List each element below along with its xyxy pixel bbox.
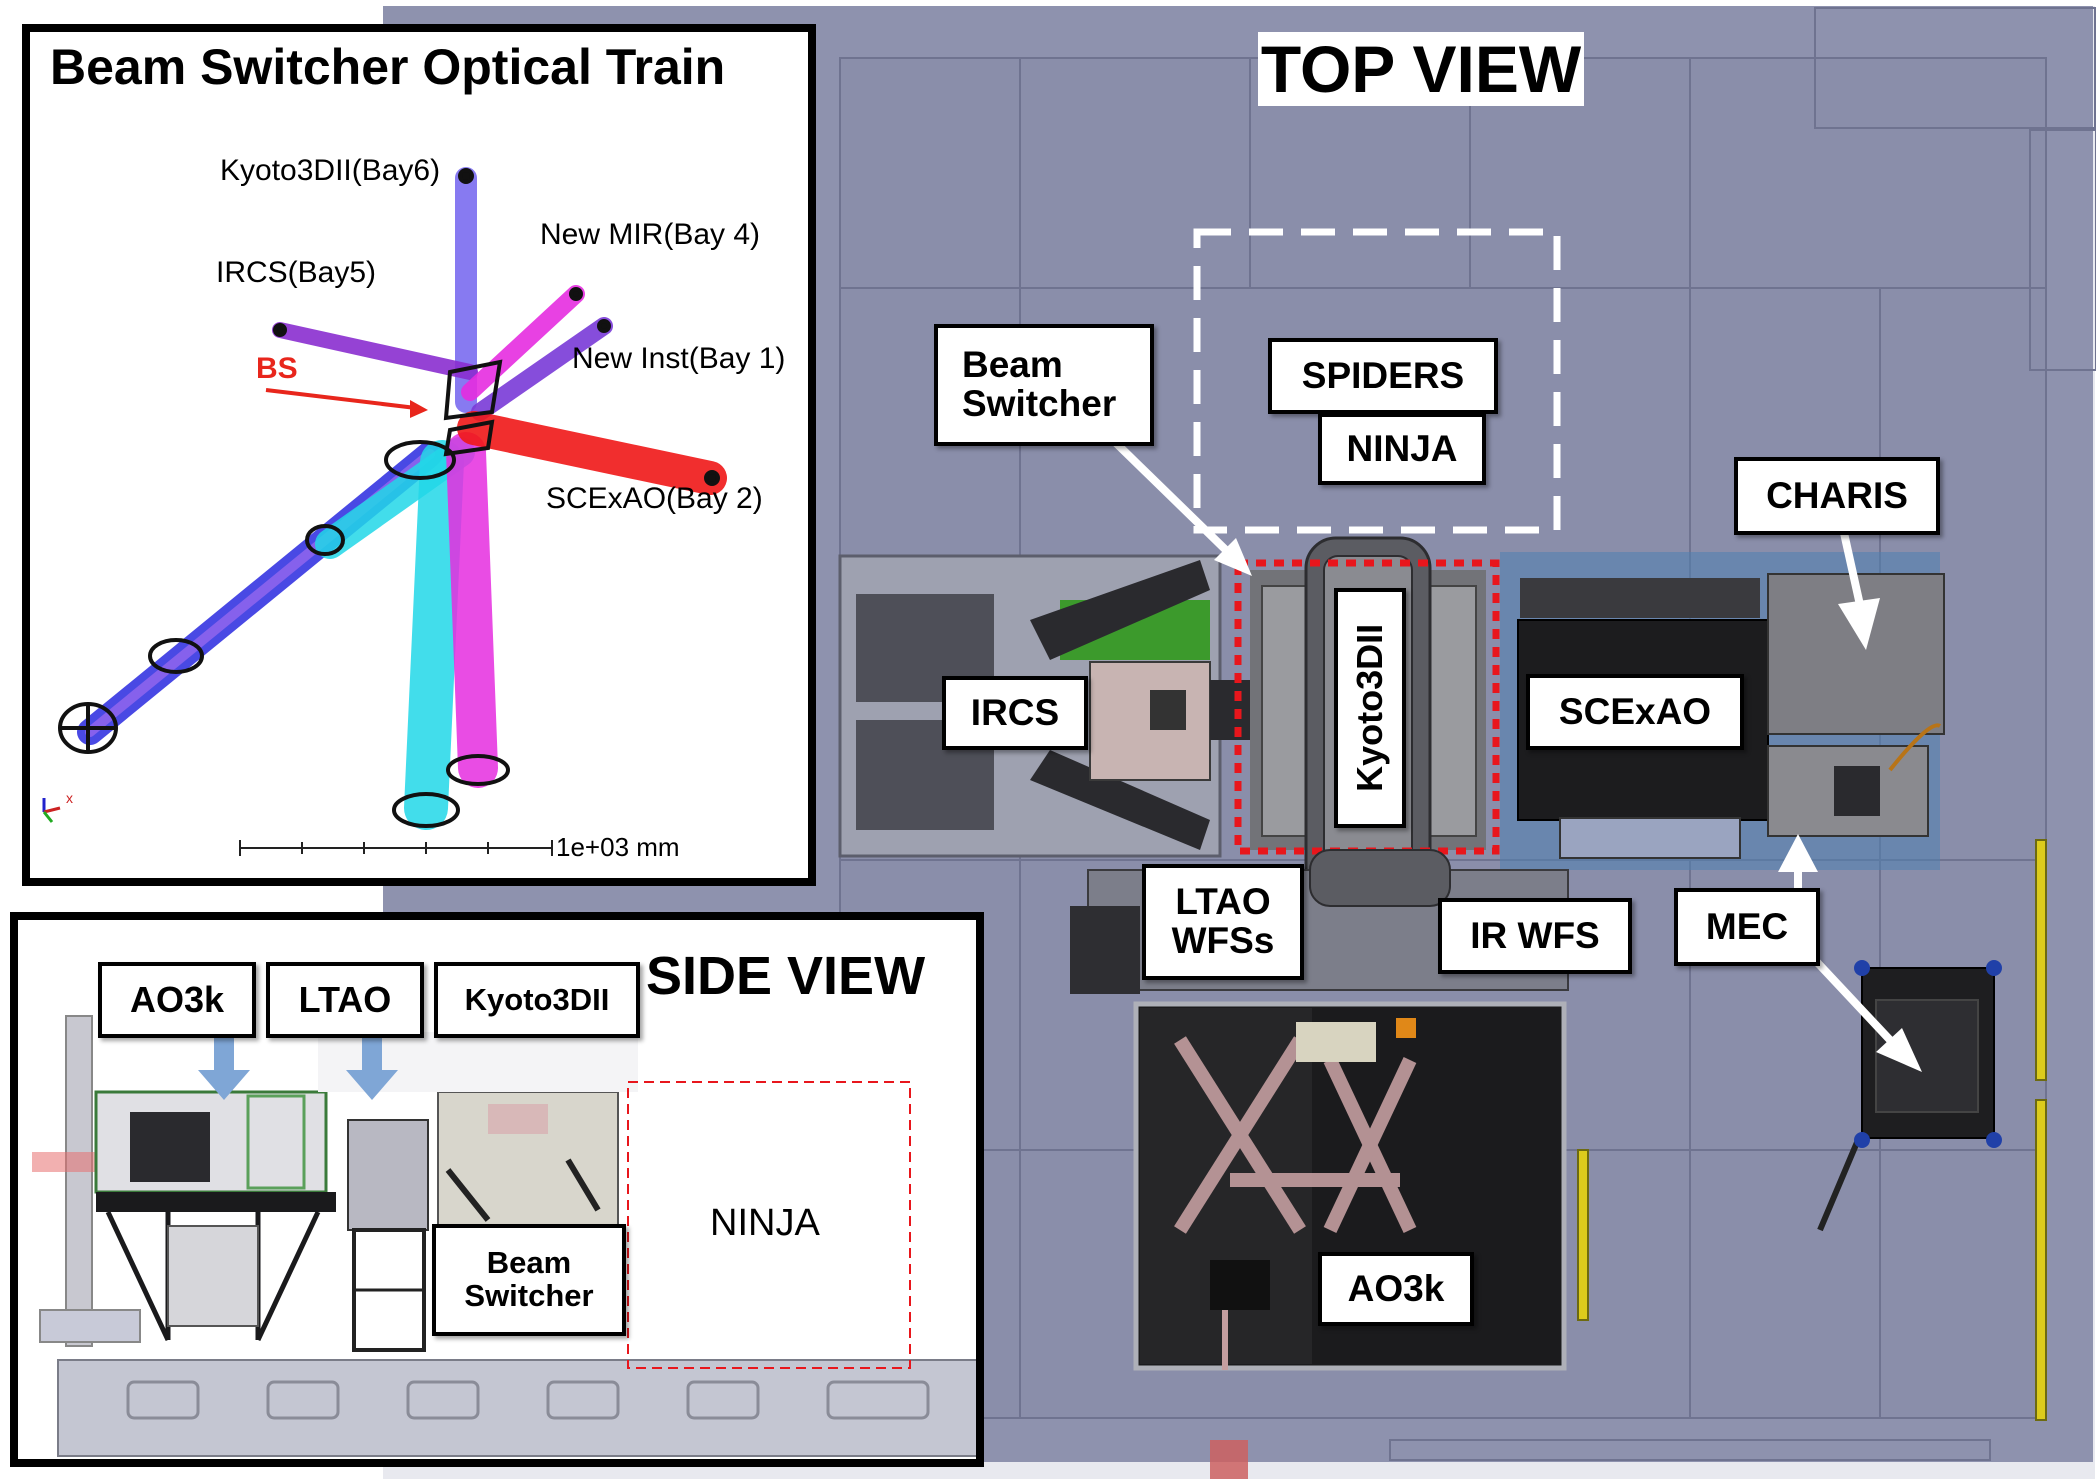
- ltao-wfss-label-line1: LTAO: [1175, 881, 1271, 923]
- scale-bar: [239, 840, 553, 856]
- axis-x-label: x: [66, 790, 73, 806]
- ao3k-side-structure: [94, 1090, 336, 1342]
- ao3k-label: AO3k: [1318, 1252, 1474, 1326]
- spiders-label: SPIDERS: [1268, 338, 1498, 414]
- scexao-label: SCExAO: [1526, 674, 1744, 750]
- label-new-mir-bay4: New MIR(Bay 4): [540, 218, 761, 251]
- beam-switcher-mirror: [443, 359, 503, 421]
- ircs-beam: [272, 322, 478, 380]
- ir-wfs-label: IR WFS: [1438, 898, 1632, 974]
- scale-bar-label: 1e+03 mm: [556, 832, 680, 862]
- side-view-panel: AO3k LTAO Kyoto3DII SIDE VIEW Beam Switc…: [10, 912, 984, 1467]
- kyoto3dii-label: Kyoto3DII: [1334, 588, 1406, 828]
- new-mir-beam: [461, 285, 585, 401]
- axis-triad: [42, 798, 61, 823]
- beam-switcher-label-line2: Switcher: [962, 383, 1117, 424]
- optical-train-drawing: [42, 167, 727, 856]
- scexao-beam: [457, 411, 727, 495]
- beam-switcher-label: Beam Switcher: [934, 324, 1154, 446]
- cyan-beam-down: [404, 440, 464, 830]
- nasmyth-deck: [57, 1359, 976, 1457]
- optical-train-title: Beam Switcher Optical Train: [50, 39, 726, 95]
- side-view-title: SIDE VIEW: [646, 946, 926, 1006]
- label-ircs-bay5: IRCS(Bay5): [216, 256, 377, 289]
- ninja-dashed-box: [627, 1081, 911, 1369]
- side-beam-switcher-label-line2: Switcher: [464, 1278, 594, 1313]
- beam-switcher-label-line1: Beam: [962, 344, 1063, 386]
- optical-train-panel: Beam Switcher Optical Train: [22, 24, 816, 886]
- ltao-side-structure: [347, 1119, 429, 1352]
- side-view-arrows: [198, 1030, 398, 1100]
- ltao-wfss-label: LTAO WFSs: [1142, 864, 1304, 980]
- charis-label: CHARIS: [1734, 457, 1940, 535]
- label-bs: BS: [256, 352, 298, 385]
- kyoto3dii-label-text: Kyoto3DII: [1349, 623, 1391, 792]
- label-scexao-bay2: SCExAO(Bay 2): [546, 482, 763, 515]
- ircs-label: IRCS: [942, 676, 1088, 750]
- side-ao3k-label: AO3k: [98, 962, 256, 1038]
- label-new-inst-bay1: New Inst(Bay 1): [572, 342, 786, 375]
- top-view-title: TOP VIEW: [1258, 32, 1584, 106]
- bs-arrow: [265, 388, 417, 410]
- side-view-drawing: [32, 1015, 976, 1457]
- label-kyoto-bay6: Kyoto3DII(Bay6): [220, 154, 441, 187]
- side-ninja-label: NINJA: [710, 1202, 820, 1244]
- spiders-ninja-dashed-box: [1193, 228, 1561, 534]
- side-beam-switcher-label-line1: Beam: [486, 1245, 572, 1281]
- ltao-wfss-label-line2: WFSs: [1171, 920, 1275, 961]
- top-view-arrows: [1113, 440, 1922, 1072]
- new-inst-beam: [471, 317, 613, 421]
- side-ltao-label: LTAO: [266, 962, 424, 1038]
- ninja-label: NINJA: [1318, 413, 1486, 485]
- side-beam-switcher-label: Beam Switcher: [432, 1224, 626, 1336]
- side-kyoto3dii-label: Kyoto3DII: [434, 962, 640, 1038]
- mec-label: MEC: [1674, 888, 1820, 966]
- magenta-beam-down: [446, 432, 498, 788]
